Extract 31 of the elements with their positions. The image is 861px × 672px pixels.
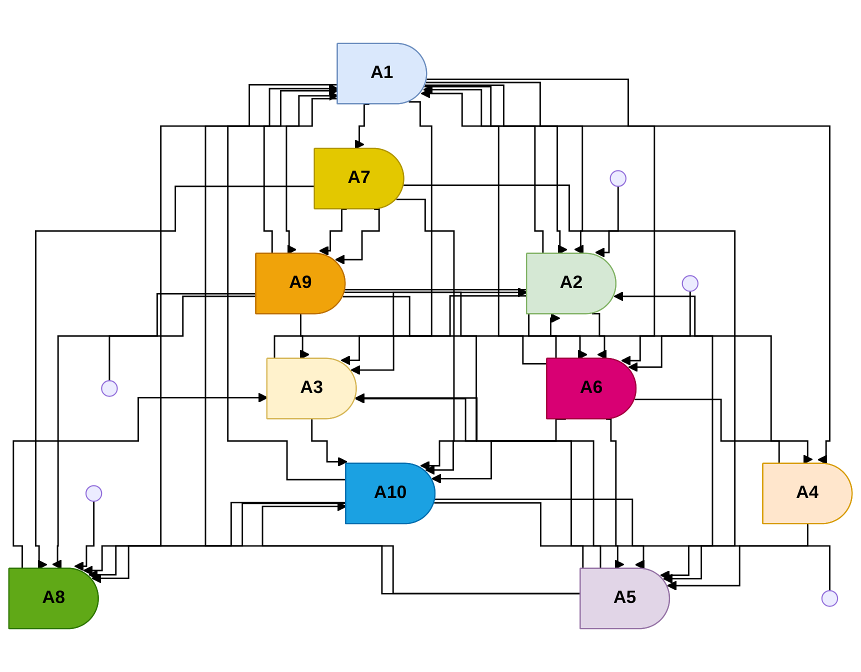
arrow: [74, 500, 95, 572]
arrow: [666, 523, 809, 591]
arrow: [434, 502, 645, 570]
arrow: [91, 84, 338, 584]
arrow: [334, 208, 380, 265]
arrow: [592, 312, 607, 360]
arrow: [634, 398, 813, 464]
arrow: [262, 502, 581, 594]
arrow: [286, 98, 338, 255]
connector: [108, 296, 256, 382]
arrow: [606, 418, 624, 570]
arrow: [350, 101, 432, 375]
arrow: [300, 314, 310, 360]
arrow: [426, 82, 656, 366]
arrow: [345, 288, 714, 580]
arrow: [311, 418, 348, 467]
arrow: [340, 295, 528, 366]
arrow: [426, 78, 830, 465]
arrow: [263, 90, 339, 255]
arrow: [35, 186, 315, 570]
arrow: [12, 392, 268, 570]
arrow: [594, 186, 619, 258]
arrow: [628, 290, 691, 372]
arrow: [274, 288, 528, 360]
connector: [435, 498, 830, 592]
arrow: [404, 184, 736, 584]
arrow: [52, 293, 256, 570]
arrow: [342, 296, 478, 475]
arrow: [420, 88, 548, 364]
arrow: [396, 198, 455, 471]
arrow: [204, 84, 581, 594]
